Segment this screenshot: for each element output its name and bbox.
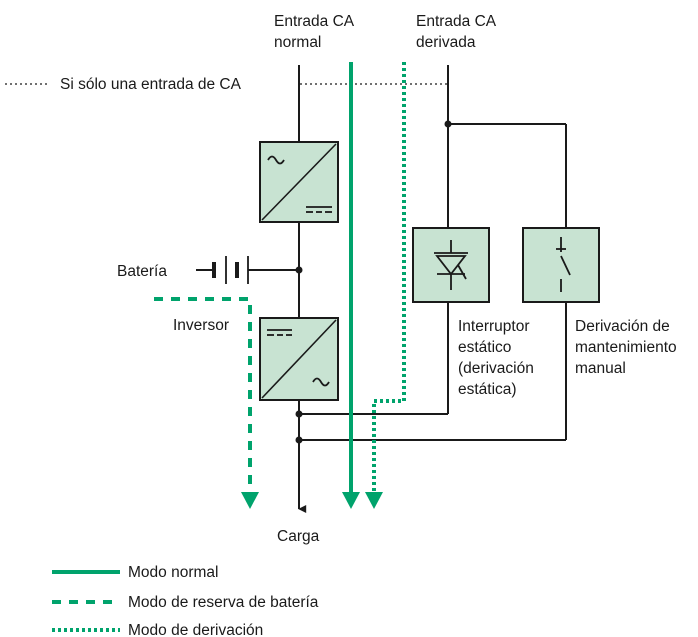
static-switch-label-line1: Interruptor (458, 318, 530, 335)
input-bypass-label-line2: derivada (416, 34, 476, 51)
bypass-mode-path (365, 62, 406, 509)
maintenance-bypass-box (522, 227, 600, 303)
load-label: Carga (277, 528, 320, 545)
legend-normal-label: Modo normal (128, 564, 218, 581)
static-switch-box (412, 227, 490, 303)
junction-dot (295, 436, 303, 444)
manual-switch-icon (556, 237, 571, 292)
legend-battery-label: Modo de reserva de batería (128, 594, 319, 611)
single-input-label: Si sólo una entrada de CA (60, 76, 242, 93)
legend: Modo normal Modo de reserva de batería M… (52, 564, 319, 637)
battery-label: Batería (117, 263, 167, 280)
ac-sine-icon (312, 377, 330, 387)
wiring (248, 65, 567, 503)
input-normal-label-line1: Entrada CA (274, 13, 355, 30)
static-switch-label-line4: estática) (458, 381, 517, 398)
static-switch-label-line3: (derivación (458, 360, 534, 377)
input-normal-label-line2: normal (274, 34, 321, 51)
maint-bypass-label-line1: Derivación de (575, 318, 670, 335)
thyristor-icon (434, 240, 468, 290)
inverter-label: Inversor (173, 317, 229, 334)
legend-bypass-label: Modo de derivación (128, 622, 263, 637)
normal-mode-path (342, 62, 360, 509)
input-bypass-label-line1: Entrada CA (416, 13, 497, 30)
battery-mode-path (154, 297, 259, 509)
static-switch-label-line2: estático (458, 339, 511, 356)
junction-dot (295, 410, 303, 418)
rectifier-box (259, 141, 339, 223)
ac-sine-icon (267, 155, 285, 165)
junction-dot (295, 266, 303, 274)
maint-bypass-label-line2: mantenimiento (575, 339, 677, 356)
junction-dot (444, 120, 452, 128)
maint-bypass-label-line3: manual (575, 360, 626, 377)
battery-icon (196, 256, 249, 284)
inverter-box (259, 317, 339, 401)
